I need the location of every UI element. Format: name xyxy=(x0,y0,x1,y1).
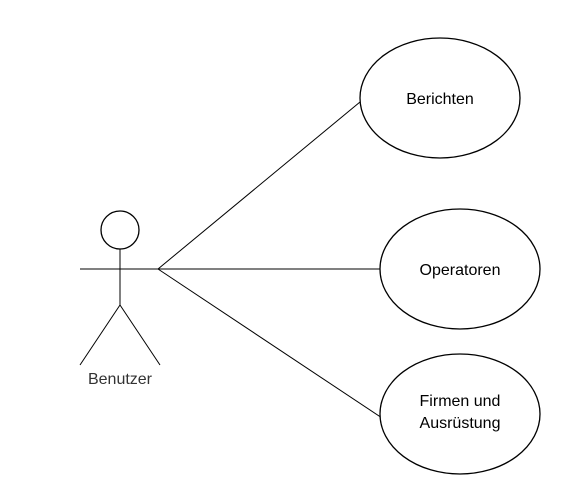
association-line-berichten xyxy=(157,101,361,270)
actor-head xyxy=(100,210,140,250)
actor-benutzer[interactable]: Benutzer xyxy=(79,210,161,388)
actor-label: Benutzer xyxy=(88,371,153,388)
use-case-label-line-1: Firmen und xyxy=(420,393,501,410)
use-case-ellipse xyxy=(379,208,541,330)
use-case-ellipse xyxy=(359,37,521,159)
use-case-label: Operatoren xyxy=(420,262,501,279)
use-case-berichten[interactable]: Berichten xyxy=(359,37,521,159)
actor-right-leg xyxy=(119,304,161,366)
use-case-label: Berichten xyxy=(406,91,474,108)
association-line-firmen xyxy=(157,268,383,419)
use-case-firmen-und-ausruestung[interactable]: Firmen und Ausrüstung xyxy=(379,353,541,475)
use-case-label-line-2: Ausrüstung xyxy=(420,415,501,432)
use-case-ellipse xyxy=(379,353,541,475)
actor-left-leg xyxy=(79,304,121,366)
use-case-operatoren[interactable]: Operatoren xyxy=(379,208,541,330)
